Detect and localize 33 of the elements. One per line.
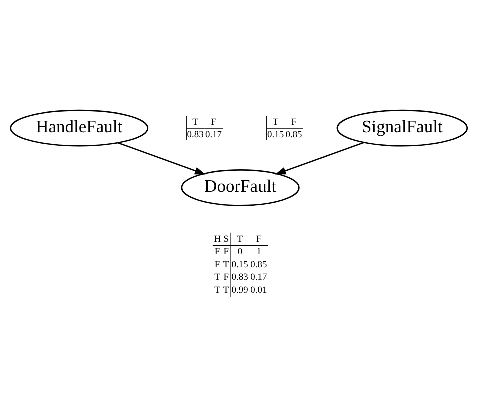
node-label: 0.85 <box>286 130 302 140</box>
node-label: T <box>223 286 230 296</box>
node-label: F <box>256 234 262 245</box>
node-ellipse: DoorFault <box>181 169 300 206</box>
node-label: F <box>224 273 229 284</box>
node-label: T <box>192 118 198 128</box>
node-label: 0.85 <box>250 260 268 270</box>
node-label: 0.83 <box>232 273 248 284</box>
node-label: 0.15 <box>232 260 248 270</box>
node-label: T <box>214 273 220 284</box>
node-label: S <box>224 234 229 245</box>
node-label: 0 <box>238 248 243 258</box>
node-ellipse: SignalFault <box>336 110 468 147</box>
node-label: 0.17 <box>250 273 268 284</box>
node-label: T <box>237 234 243 245</box>
node-label: 0.99 <box>232 286 248 296</box>
node-label: T <box>223 260 230 270</box>
node-label: F <box>211 118 216 128</box>
node-label: 0.15 <box>268 130 284 140</box>
node-label: H <box>214 234 222 245</box>
node-label: 0.83 <box>187 130 204 140</box>
node-label: F <box>214 260 220 270</box>
node-label: T <box>272 118 279 128</box>
node-label: F <box>214 248 220 258</box>
node-label: 0.17 <box>206 130 222 140</box>
arrow <box>118 142 206 175</box>
node-label: 0.01 <box>250 286 268 296</box>
node-label: F <box>224 248 229 258</box>
node-label: F <box>291 118 297 128</box>
node-ellipse: HandleFault <box>10 110 149 147</box>
arrow <box>275 142 365 175</box>
node-label: 1 <box>256 248 262 258</box>
node-label: T <box>214 286 220 296</box>
